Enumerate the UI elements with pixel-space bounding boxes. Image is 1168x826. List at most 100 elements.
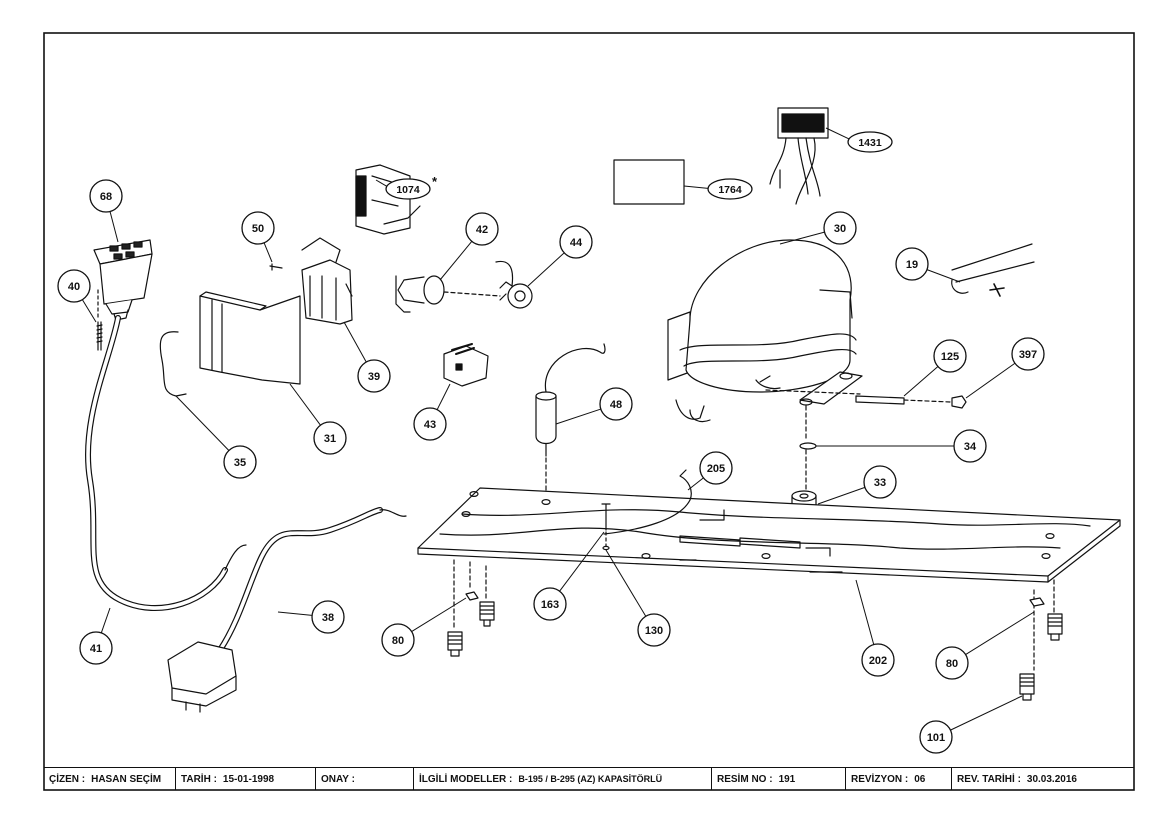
screw-163 <box>601 503 611 531</box>
callout-balloon-34: 34 <box>953 429 987 463</box>
callout-number: 205 <box>707 463 725 475</box>
rev-date-value: 30.03.2016 <box>1026 773 1077 785</box>
callout-balloon-1431: 1431 <box>847 131 893 153</box>
asterisk-mark: * <box>432 174 438 189</box>
revision-label: REVİZYON : <box>851 773 909 785</box>
callout-balloon-40: 40 <box>57 269 91 303</box>
callout-circle <box>933 339 967 373</box>
callout-number: 130 <box>645 625 663 637</box>
screw-40 <box>96 321 103 351</box>
callout-leader <box>825 127 850 140</box>
callout-balloon-1764: 1764 <box>707 178 753 200</box>
callout-balloon-38: 38 <box>311 600 345 634</box>
drawing-no-cell: RESİM NO : 191 <box>712 768 846 790</box>
models-value: B-195 / B-295 (AZ) KAPASİTÖRLÜ <box>518 774 663 784</box>
callout-balloon-31: 31 <box>313 421 347 455</box>
callout-leader <box>950 695 1023 731</box>
harness-1431 <box>769 107 829 205</box>
callout-number: 1431 <box>858 137 882 149</box>
plug-38 <box>167 641 237 713</box>
screw-50 <box>269 263 283 271</box>
callout-balloon-50: 50 <box>241 211 275 245</box>
bracket-39 <box>301 237 353 325</box>
callout-number: 163 <box>541 599 559 611</box>
callout-leader <box>100 607 111 634</box>
drawing-no-value: 191 <box>778 773 796 785</box>
callout-circle <box>919 720 953 754</box>
callout-balloon-41: 41 <box>79 631 113 665</box>
callout-leader <box>559 531 605 592</box>
cover-panel-31 <box>199 291 301 385</box>
callout-leader <box>175 395 230 451</box>
capacitor-48 <box>535 343 606 457</box>
callout-leader <box>277 611 313 616</box>
callout-number: 68 <box>100 191 112 203</box>
cord-38 <box>217 507 383 653</box>
callout-balloon-48: 48 <box>599 387 633 421</box>
callout-balloon-163: 163 <box>533 587 567 621</box>
callout-leader <box>605 549 647 617</box>
callout-leader <box>289 383 321 426</box>
tube-19 <box>951 243 1035 297</box>
callout-number: 35 <box>234 457 246 469</box>
callout-circle <box>599 387 633 421</box>
callout-circle <box>223 445 257 479</box>
callout-circle <box>385 178 431 200</box>
drawing-no-label: RESİM NO : <box>717 773 773 785</box>
callout-circle <box>559 225 593 259</box>
coil-44 <box>495 260 533 309</box>
date-label: TARİH : <box>181 773 217 785</box>
callout-number: 125 <box>941 351 959 363</box>
callout-leader <box>343 321 367 363</box>
callout-circle <box>533 587 567 621</box>
callout-leader <box>926 269 961 283</box>
callout-balloon-30: 30 <box>823 211 857 245</box>
callout-leader <box>903 366 939 397</box>
drawing-frame <box>43 32 1135 791</box>
callout-circle <box>311 600 345 634</box>
callout-number: 80 <box>946 658 958 670</box>
callout-leader <box>779 231 825 245</box>
callout-balloon-44: 44 <box>559 225 593 259</box>
callout-number: 34 <box>964 441 977 453</box>
callout-leader <box>965 362 1016 399</box>
callout-leader <box>555 408 601 425</box>
date-value: 15-01-1998 <box>222 773 275 785</box>
callout-circle <box>861 643 895 677</box>
drawn-by-value: HASAN SEÇİM <box>91 773 162 785</box>
date-cell: TARİH : 15-01-1998 <box>176 768 316 790</box>
callout-number: 202 <box>869 655 887 667</box>
callout-balloon-80: 80 <box>381 623 415 657</box>
base-plate-202 <box>417 487 1121 583</box>
callout-leader <box>817 486 866 505</box>
callout-circle <box>935 646 969 680</box>
rev-date-label: REV. TARİHİ : <box>957 773 1021 785</box>
approval-label: ONAY : <box>321 773 355 785</box>
callout-circle <box>465 212 499 246</box>
bolts-left <box>447 559 495 657</box>
callout-number: 31 <box>324 433 336 445</box>
callout-balloon-42: 42 <box>465 212 499 246</box>
callout-number: 19 <box>906 259 918 271</box>
callout-number: 41 <box>90 643 102 655</box>
callout-leader <box>109 211 119 243</box>
callout-circle <box>89 179 123 213</box>
rev-date-cell: REV. TARİHİ : 30.03.2016 <box>952 768 1134 790</box>
callout-circle <box>313 421 347 455</box>
label-box-1764 <box>613 159 685 205</box>
callout-leader <box>263 242 273 263</box>
callout-balloon-205: 205 <box>699 451 733 485</box>
revision-value: 06 <box>914 773 926 785</box>
callout-number: 1764 <box>718 184 742 196</box>
callout-balloon-130: 130 <box>637 613 671 647</box>
callout-number: 39 <box>368 371 380 383</box>
rod-125 <box>855 395 905 405</box>
callout-circle <box>847 131 893 153</box>
callout-circle <box>79 631 113 665</box>
callout-balloon-19: 19 <box>895 247 929 281</box>
callout-leader <box>411 597 467 633</box>
callout-balloon-43: 43 <box>413 407 447 441</box>
callout-leader <box>855 579 875 645</box>
callout-number: 38 <box>322 612 334 624</box>
